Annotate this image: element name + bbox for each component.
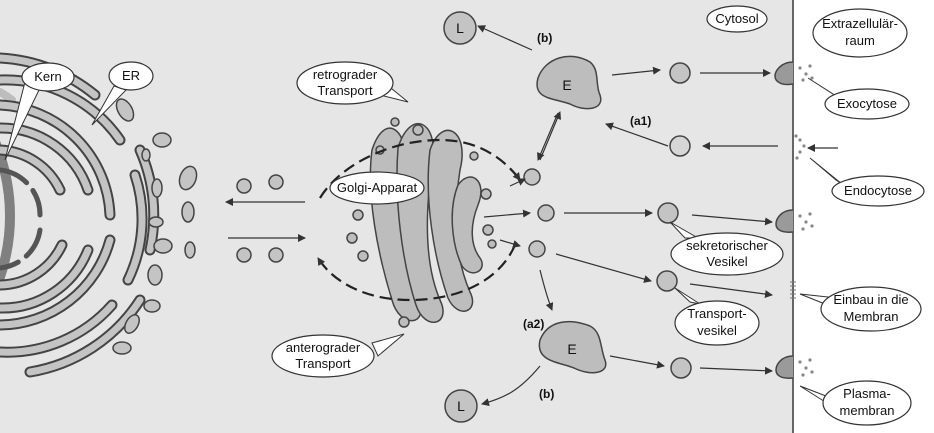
lysosome-bottom-text: L <box>457 398 465 414</box>
endosome-bottom-text: E <box>567 341 576 357</box>
einbau-text-2: Membran <box>844 309 899 324</box>
exocytose-text: Exocytose <box>837 96 897 111</box>
lysosome-bottom: L <box>445 390 477 422</box>
sekret-text-2: Vesikel <box>706 254 747 269</box>
anterograde-text-1: anterograder <box>286 340 361 355</box>
endosome-top-text: E <box>562 77 571 93</box>
plasma-text-1: Plasma- <box>843 386 891 401</box>
label-b-bottom: (b) <box>539 387 554 401</box>
label-a2: (a2) <box>523 317 544 331</box>
extra-text-2: raum <box>845 33 875 48</box>
label-a1: (a1) <box>630 114 651 128</box>
kern-text: Kern <box>34 69 61 84</box>
extra-text-1: Extrazellulär- <box>822 16 898 31</box>
endocytose-text: Endocytose <box>844 183 912 198</box>
extracellular-area <box>793 0 934 433</box>
lysosome-top-text: L <box>456 20 464 36</box>
er-text: ER <box>122 68 140 83</box>
plasma-text-2: membran <box>840 403 895 418</box>
lysosome-top: L <box>444 12 476 44</box>
einbau-text-1: Einbau in die <box>833 292 908 307</box>
golgi-text: Golgi-Apparat <box>337 180 418 195</box>
sekret-text-1: sekretorischer <box>686 238 768 253</box>
cytosol-label: Cytosol <box>707 6 767 32</box>
extracellular-label: Extrazellulär- raum <box>813 9 907 57</box>
transport-text-2: vesikel <box>697 323 737 338</box>
label-b-top: (b) <box>537 31 552 45</box>
retrograde-text-1: retrograder <box>313 67 378 82</box>
transport-text-1: Transport- <box>687 306 746 321</box>
retrograde-text-2: Transport <box>317 83 373 98</box>
anterograde-text-2: Transport <box>295 356 351 371</box>
cytosol-text: Cytosol <box>715 11 758 26</box>
golgi-label: Golgi-Apparat <box>330 172 424 204</box>
